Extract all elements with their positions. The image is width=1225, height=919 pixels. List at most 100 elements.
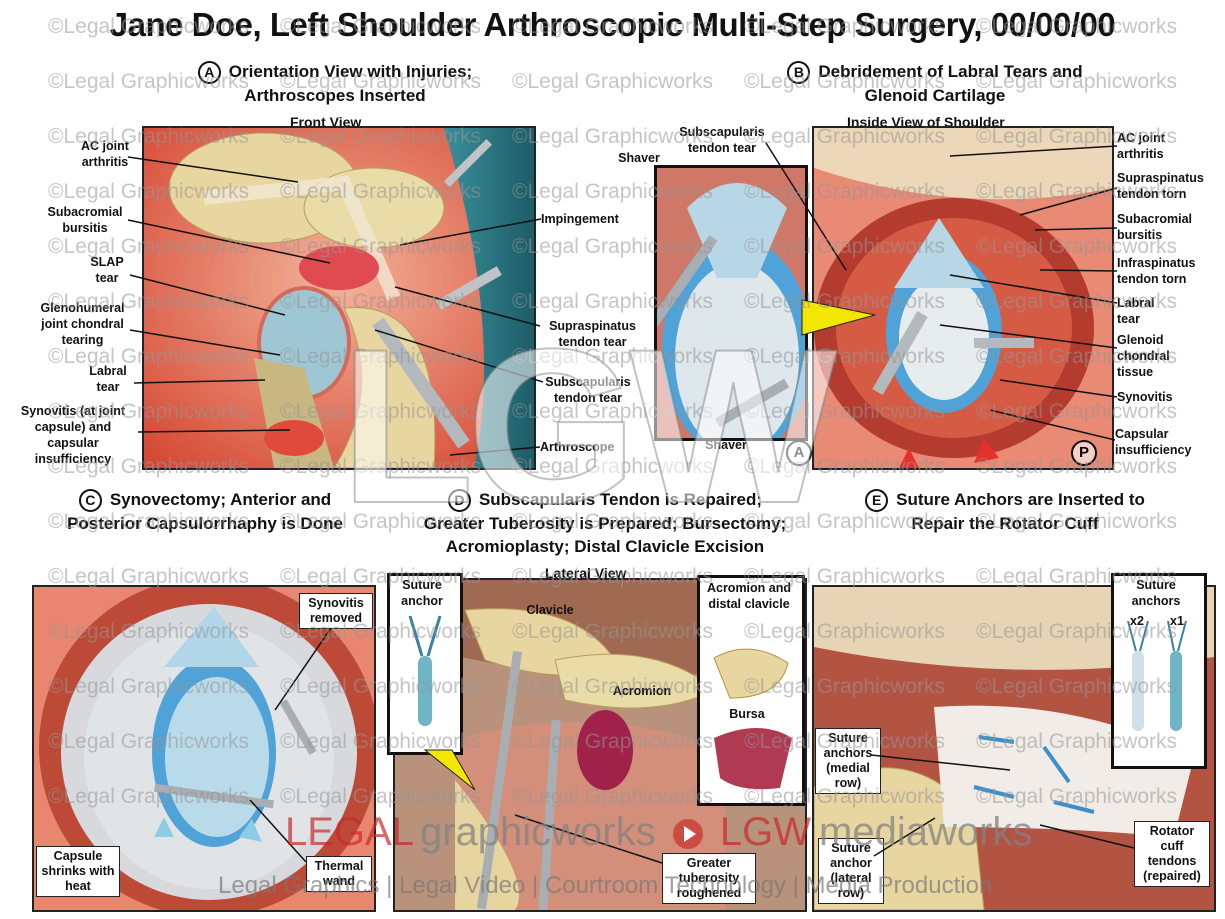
watermark-text: ©Legal Graphicworks	[976, 455, 1178, 478]
brand-mediaworks: mediaworks	[819, 810, 1033, 854]
label-subscapularis-a: Subscapularis tendon tear	[545, 375, 631, 405]
label-suture-anchors-e: Suture anchors	[1131, 578, 1181, 608]
label-infraspinatus-b: Infraspinatus tendon torn	[1117, 256, 1196, 286]
label-subacromial-bursitis: Subacromial bursitis	[47, 205, 123, 235]
label-capsule-shrinks: Capsule shrinks with heat	[36, 846, 120, 897]
label-clavicle: Clavicle	[526, 603, 574, 617]
play-icon	[672, 819, 703, 850]
watermark-text: ©Legal Graphicworks	[280, 235, 482, 258]
label-bursa: Bursa	[729, 707, 765, 721]
panel-e-anchors-inset	[1111, 573, 1207, 769]
label-thermal-wand: Thermal wand	[306, 856, 372, 892]
watermark-text: ©Legal Graphicworks	[48, 290, 250, 313]
label-acromion: Acromion	[612, 684, 672, 698]
label-medial-row: Suture anchors (medial row)	[815, 728, 881, 794]
panel-d-title-line1: Subscapularis Tendon is Repaired;	[478, 490, 763, 509]
watermark-text: ©Legal Graphicworks	[976, 290, 1178, 313]
panel-d-title-line2: Greater Tuberosity is Prepared; Bursecto…	[423, 514, 787, 534]
watermark-text: ©Legal Graphicworks	[744, 675, 946, 698]
label-rotator-cuff: Rotator cuff tendons (repaired)	[1134, 821, 1210, 887]
watermark-text: ©Legal Graphicworks	[48, 345, 250, 368]
panel-c-letter: C	[78, 489, 102, 513]
watermark-text: ©Legal Graphicworks	[744, 400, 946, 423]
watermark-text: ©Legal Graphicworks	[48, 70, 250, 93]
watermark-text: ©Legal Graphicworks	[976, 785, 1178, 808]
watermark-text: ©Legal Graphicworks	[976, 620, 1178, 643]
label-acromion-distal-clavicle: Acromion and distal clavicle	[706, 581, 792, 611]
label-labral-tear-b: Labral tear	[1117, 296, 1155, 326]
watermark-text: ©Legal Graphicworks	[280, 510, 482, 533]
label-labral-tear-a: Labral tear	[89, 364, 127, 394]
watermark-text: ©Legal Graphicworks	[744, 620, 946, 643]
label-synovitis-removed: Synovitis removed	[299, 593, 373, 629]
watermark-text: ©Legal Graphicworks	[744, 180, 946, 203]
label-glenoid-b: Glenoid chondral tissue	[1117, 333, 1170, 379]
brand-legal: LEGAL	[285, 810, 414, 854]
label-x2: x2	[1130, 614, 1144, 628]
watermark-text: ©Legal Graphicworks	[512, 675, 714, 698]
watermark-text: ©Legal Graphicworks	[744, 15, 946, 38]
watermark-text: ©Legal Graphicworks	[512, 510, 714, 533]
watermark-text: ©Legal Graphicworks	[48, 180, 250, 203]
label-slap-tear: SLAP tear	[90, 255, 124, 285]
panel-d-letter: D	[447, 489, 471, 513]
label-shaver-top: Shaver	[618, 151, 660, 165]
watermark-text: ©Legal Graphicworks	[280, 125, 482, 148]
brand-tagline: Legal Graphics | Legal Video | Courtroom…	[218, 872, 993, 899]
watermark-text: ©Legal Graphicworks	[48, 785, 250, 808]
label-subacromial-b: Subacromial bursitis	[1117, 212, 1193, 242]
label-subscapularis-b: Subscapularis tendon tear	[679, 125, 765, 155]
watermark-text: ©Legal Graphicworks	[48, 125, 250, 148]
watermark-text: ©Legal Graphicworks	[48, 565, 250, 588]
watermark-text: ©Legal Graphicworks	[280, 290, 482, 313]
watermark-text: ©Legal Graphicworks	[512, 785, 714, 808]
watermark-text: ©Legal Graphicworks	[744, 730, 946, 753]
watermark-text: ©Legal Graphicworks	[512, 730, 714, 753]
label-arthroscope: Arthroscope	[540, 440, 615, 454]
panel-c-title-line1: Synovectomy; Anterior and	[109, 490, 332, 509]
watermark-text: ©Legal Graphicworks	[48, 400, 250, 423]
watermark-text: ©Legal Graphicworks	[512, 70, 714, 93]
panel-b-letter: B	[787, 61, 811, 85]
watermark-text: ©Legal Graphicworks	[280, 730, 482, 753]
brand-lgw: LGW	[719, 810, 811, 854]
brand-graphicworks: graphicworks	[419, 810, 656, 854]
watermark-text: ©Legal Graphicworks	[744, 455, 946, 478]
label-lateral-row: Suture anchor (lateral row)	[818, 838, 884, 904]
label-x1: x1	[1170, 614, 1184, 628]
label-synovitis-b: Synovitis	[1117, 390, 1173, 404]
watermark-text: ©Legal Graphicworks	[976, 15, 1178, 38]
watermark-text: ©Legal Graphicworks	[48, 620, 250, 643]
panel-c-title-line2: Posterior Capsulorrhaphy is Done	[67, 514, 343, 534]
panel-a-title-line1: Orientation View with Injuries;	[228, 62, 473, 81]
watermark-text: ©Legal Graphicworks	[48, 235, 250, 258]
watermark-text: ©Legal Graphicworks	[512, 180, 714, 203]
label-ac-joint-b: AC joint arthritis	[1117, 131, 1165, 161]
big-lgw-watermark: LGW	[339, 302, 838, 550]
watermark-text: ©Legal Graphicworks	[512, 345, 714, 368]
panel-e-title-line1: Suture Anchors are Inserted to	[896, 490, 1145, 509]
watermark-text: ©Legal Graphicworks	[48, 510, 250, 533]
watermark-text: ©Legal Graphicworks	[744, 785, 946, 808]
watermark-text: ©Legal Graphicworks	[280, 455, 482, 478]
panel-a-letter: A	[197, 61, 221, 85]
watermark-text: ©Legal Graphicworks	[744, 565, 946, 588]
watermark-text: ©Legal Graphicworks	[512, 125, 714, 148]
page-title: Jane Doe, Left Shoulder Arthroscopic Mul…	[109, 6, 1116, 43]
label-shaver-bottom: Shaver	[705, 438, 747, 452]
watermark-text: ©Legal Graphicworks	[512, 400, 714, 423]
watermark-text: ©Legal Graphicworks	[744, 345, 946, 368]
suture-anchor-image	[408, 615, 442, 726]
label-impingement: Impingement	[541, 212, 619, 226]
watermark-text: ©Legal Graphicworks	[976, 565, 1178, 588]
watermark-text: ©Legal Graphicworks	[744, 510, 946, 533]
panel-b-title-line1: Debridement of Labral Tears and	[818, 62, 1083, 81]
watermark-text: ©Legal Graphicworks	[744, 290, 946, 313]
watermark-text: ©Legal Graphicworks	[744, 70, 946, 93]
watermark-text: ©Legal Graphicworks	[280, 345, 482, 368]
watermark-text: ©Legal Graphicworks	[512, 290, 714, 313]
label-greater-tuberosity: Greater tuberosity roughened	[662, 853, 756, 904]
